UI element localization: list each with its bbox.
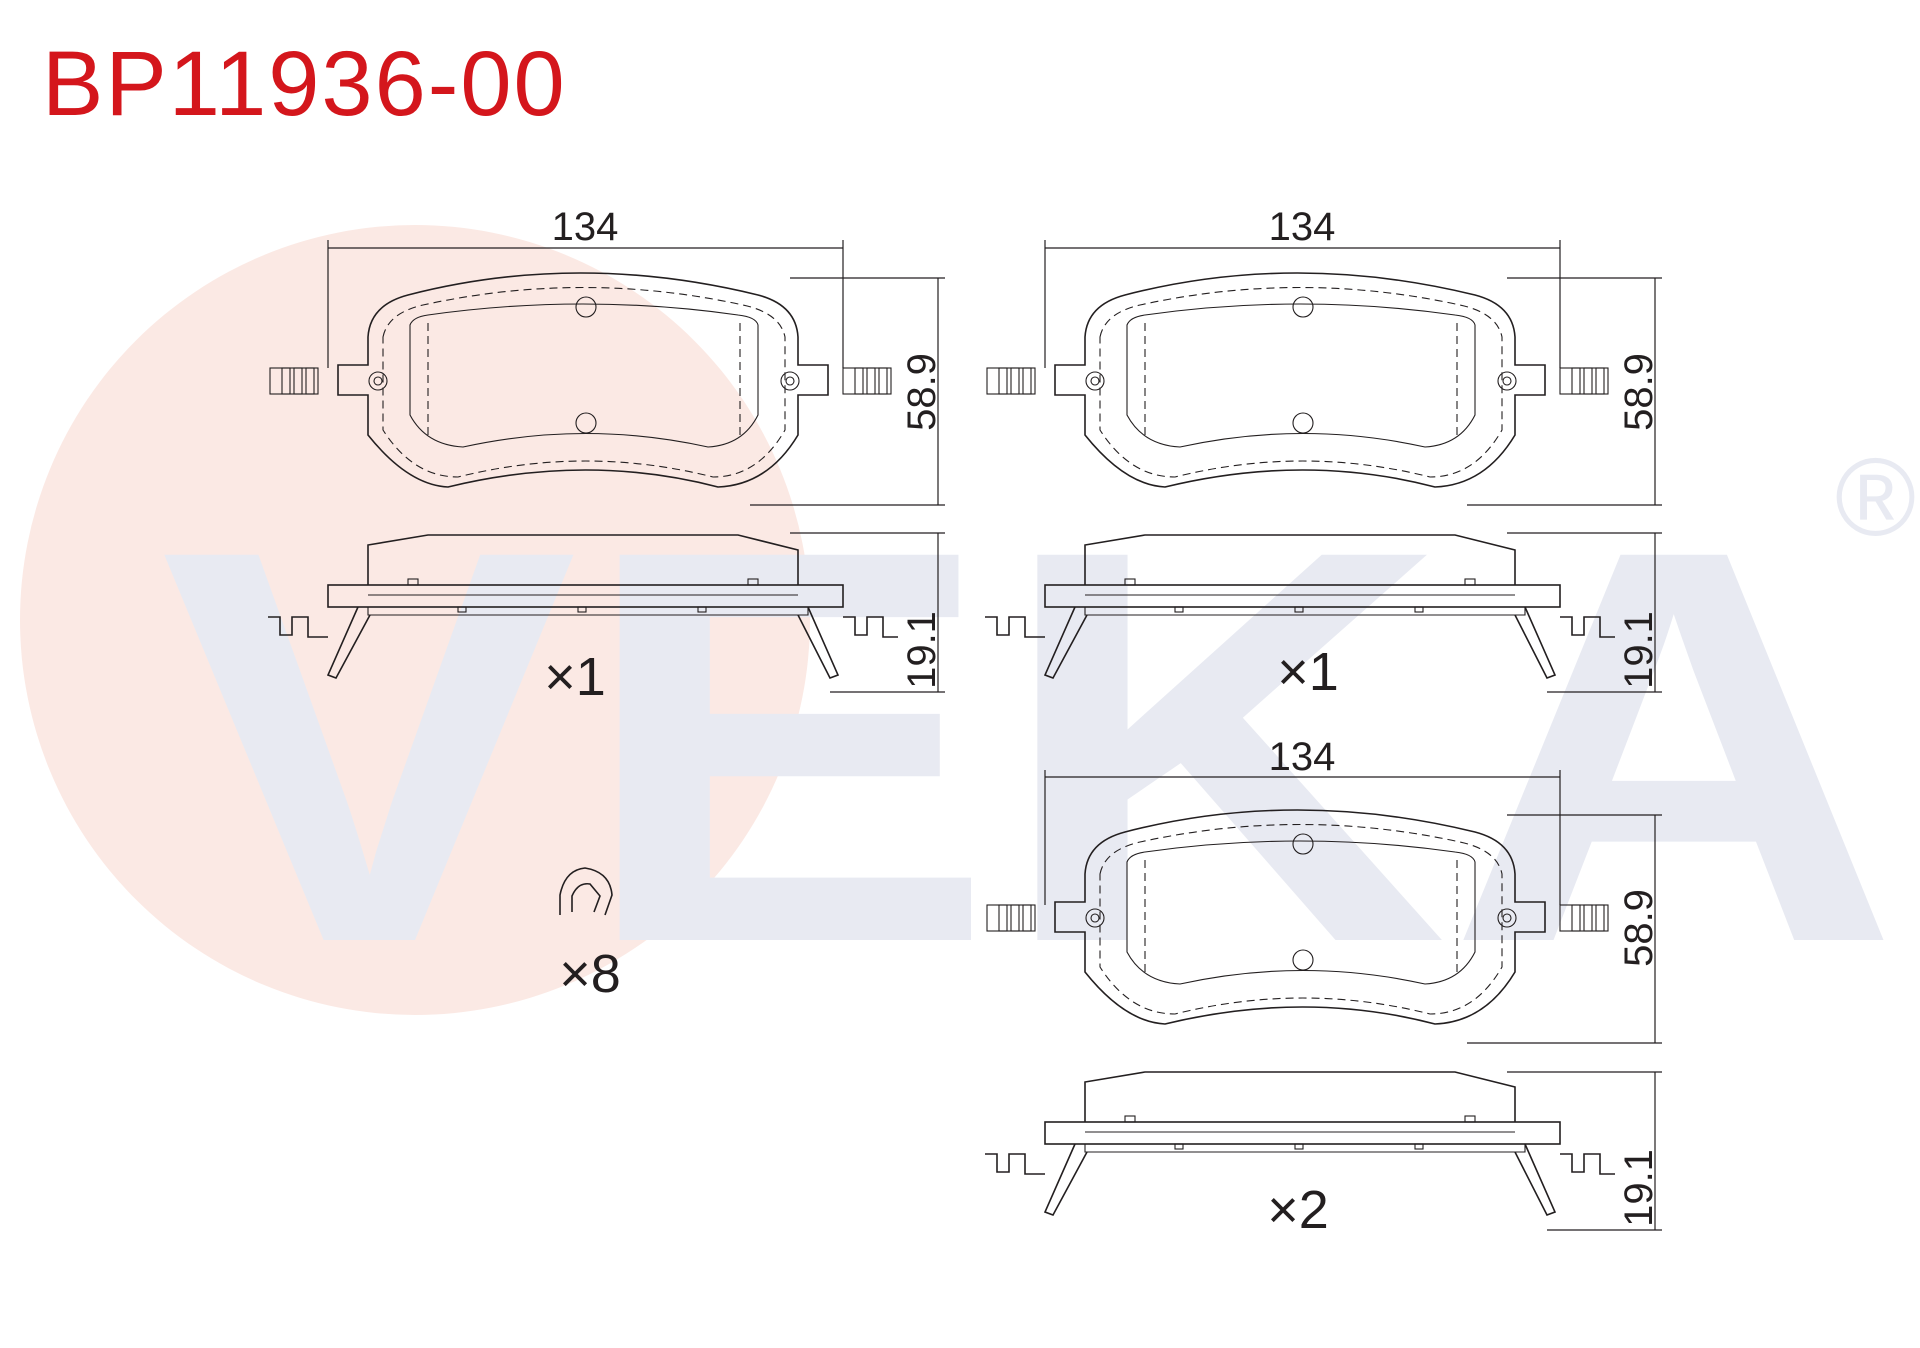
thickness-dimension: 19.1 bbox=[1617, 611, 1661, 689]
width-dimension: 134 bbox=[552, 205, 619, 249]
thickness-dimension: 19.1 bbox=[1617, 1149, 1661, 1227]
accessory-clip: ×8 bbox=[559, 867, 621, 1004]
height-dimension: 58.9 bbox=[1617, 889, 1661, 967]
registered-mark: ® bbox=[1835, 436, 1916, 559]
pad-diagram-3: 134 58.9 19.1 ×2 bbox=[984, 735, 1662, 1240]
watermark-circle bbox=[20, 225, 810, 1015]
pad-diagram-1: 134 58.9 19.1 ×1 bbox=[267, 205, 945, 707]
quantity-label: ×1 bbox=[544, 647, 606, 707]
quantity-label: ×2 bbox=[1267, 1180, 1329, 1240]
part-number-title: BP11936-00 bbox=[42, 33, 567, 135]
spring-clip-icon bbox=[559, 867, 613, 916]
accessory-quantity-label: ×8 bbox=[559, 944, 621, 1004]
thickness-dimension: 19.1 bbox=[900, 611, 944, 689]
pad-diagram-2: 134 58.9 19.1 ×1 bbox=[984, 205, 1662, 702]
watermark-logo: VEKA bbox=[160, 433, 1900, 1059]
width-dimension: 134 bbox=[1269, 205, 1336, 249]
height-dimension: 58.9 bbox=[900, 353, 944, 431]
quantity-label: ×1 bbox=[1277, 642, 1339, 702]
width-dimension: 134 bbox=[1269, 735, 1336, 779]
height-dimension: 58.9 bbox=[1617, 353, 1661, 431]
